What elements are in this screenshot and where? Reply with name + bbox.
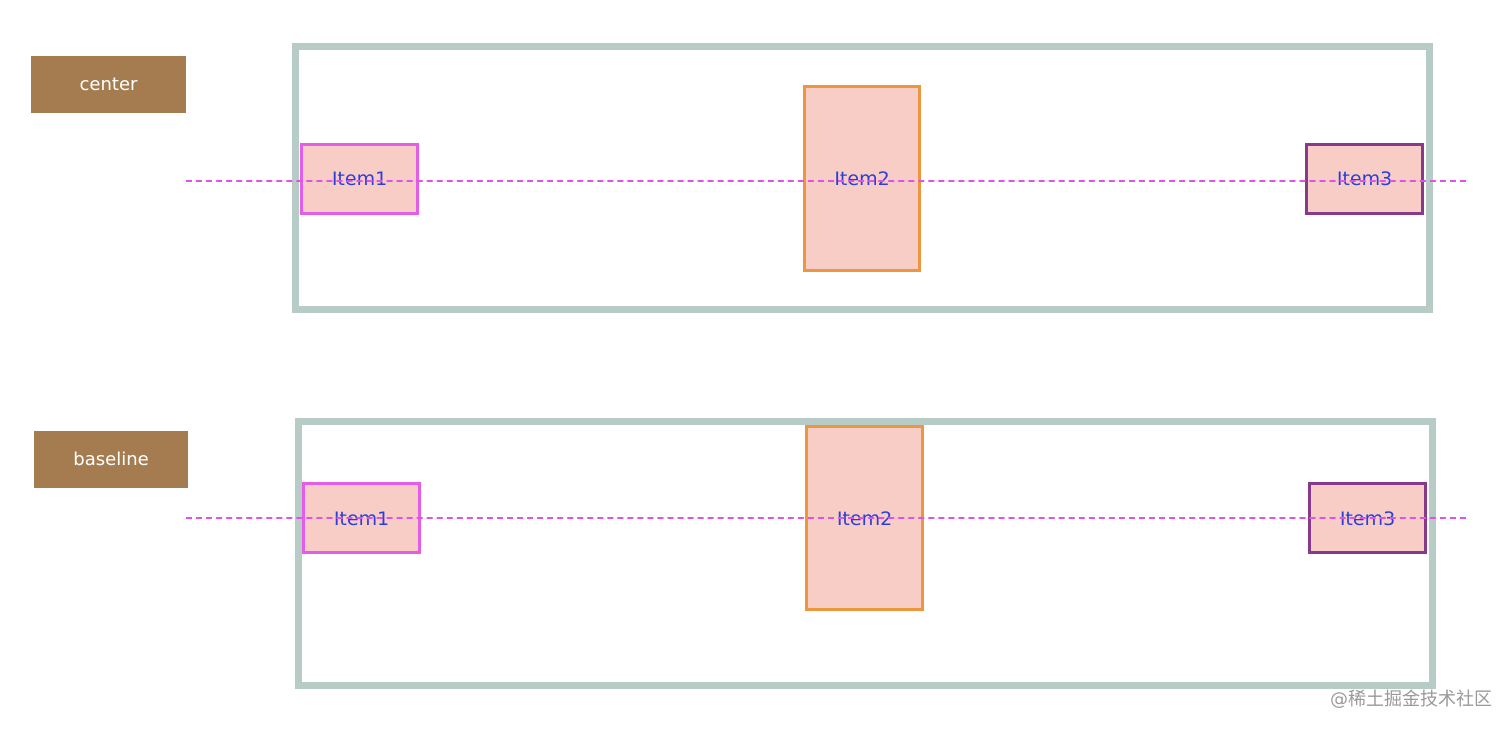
center-item3-label: Item3 — [1336, 168, 1393, 190]
baseline-item3-label: Item3 — [1339, 508, 1396, 530]
center-label: center — [31, 56, 186, 113]
baseline-label: baseline — [34, 431, 188, 488]
center-item1: Item1 — [300, 143, 419, 215]
baseline-label-text: baseline — [73, 449, 149, 470]
center-label-text: center — [79, 74, 138, 95]
center-item3: Item3 — [1305, 143, 1424, 215]
baseline-item1-label: Item1 — [333, 508, 390, 530]
center-item1-label: Item1 — [331, 168, 388, 190]
center-guide-line — [186, 180, 1466, 182]
center-item2-label: Item2 — [834, 167, 890, 190]
baseline-item2-label: Item2 — [836, 508, 893, 530]
center-item2: Item2 — [803, 85, 921, 272]
watermark: @稀土掘金技术社区 — [1330, 689, 1492, 710]
baseline-guide-line — [186, 517, 1466, 519]
